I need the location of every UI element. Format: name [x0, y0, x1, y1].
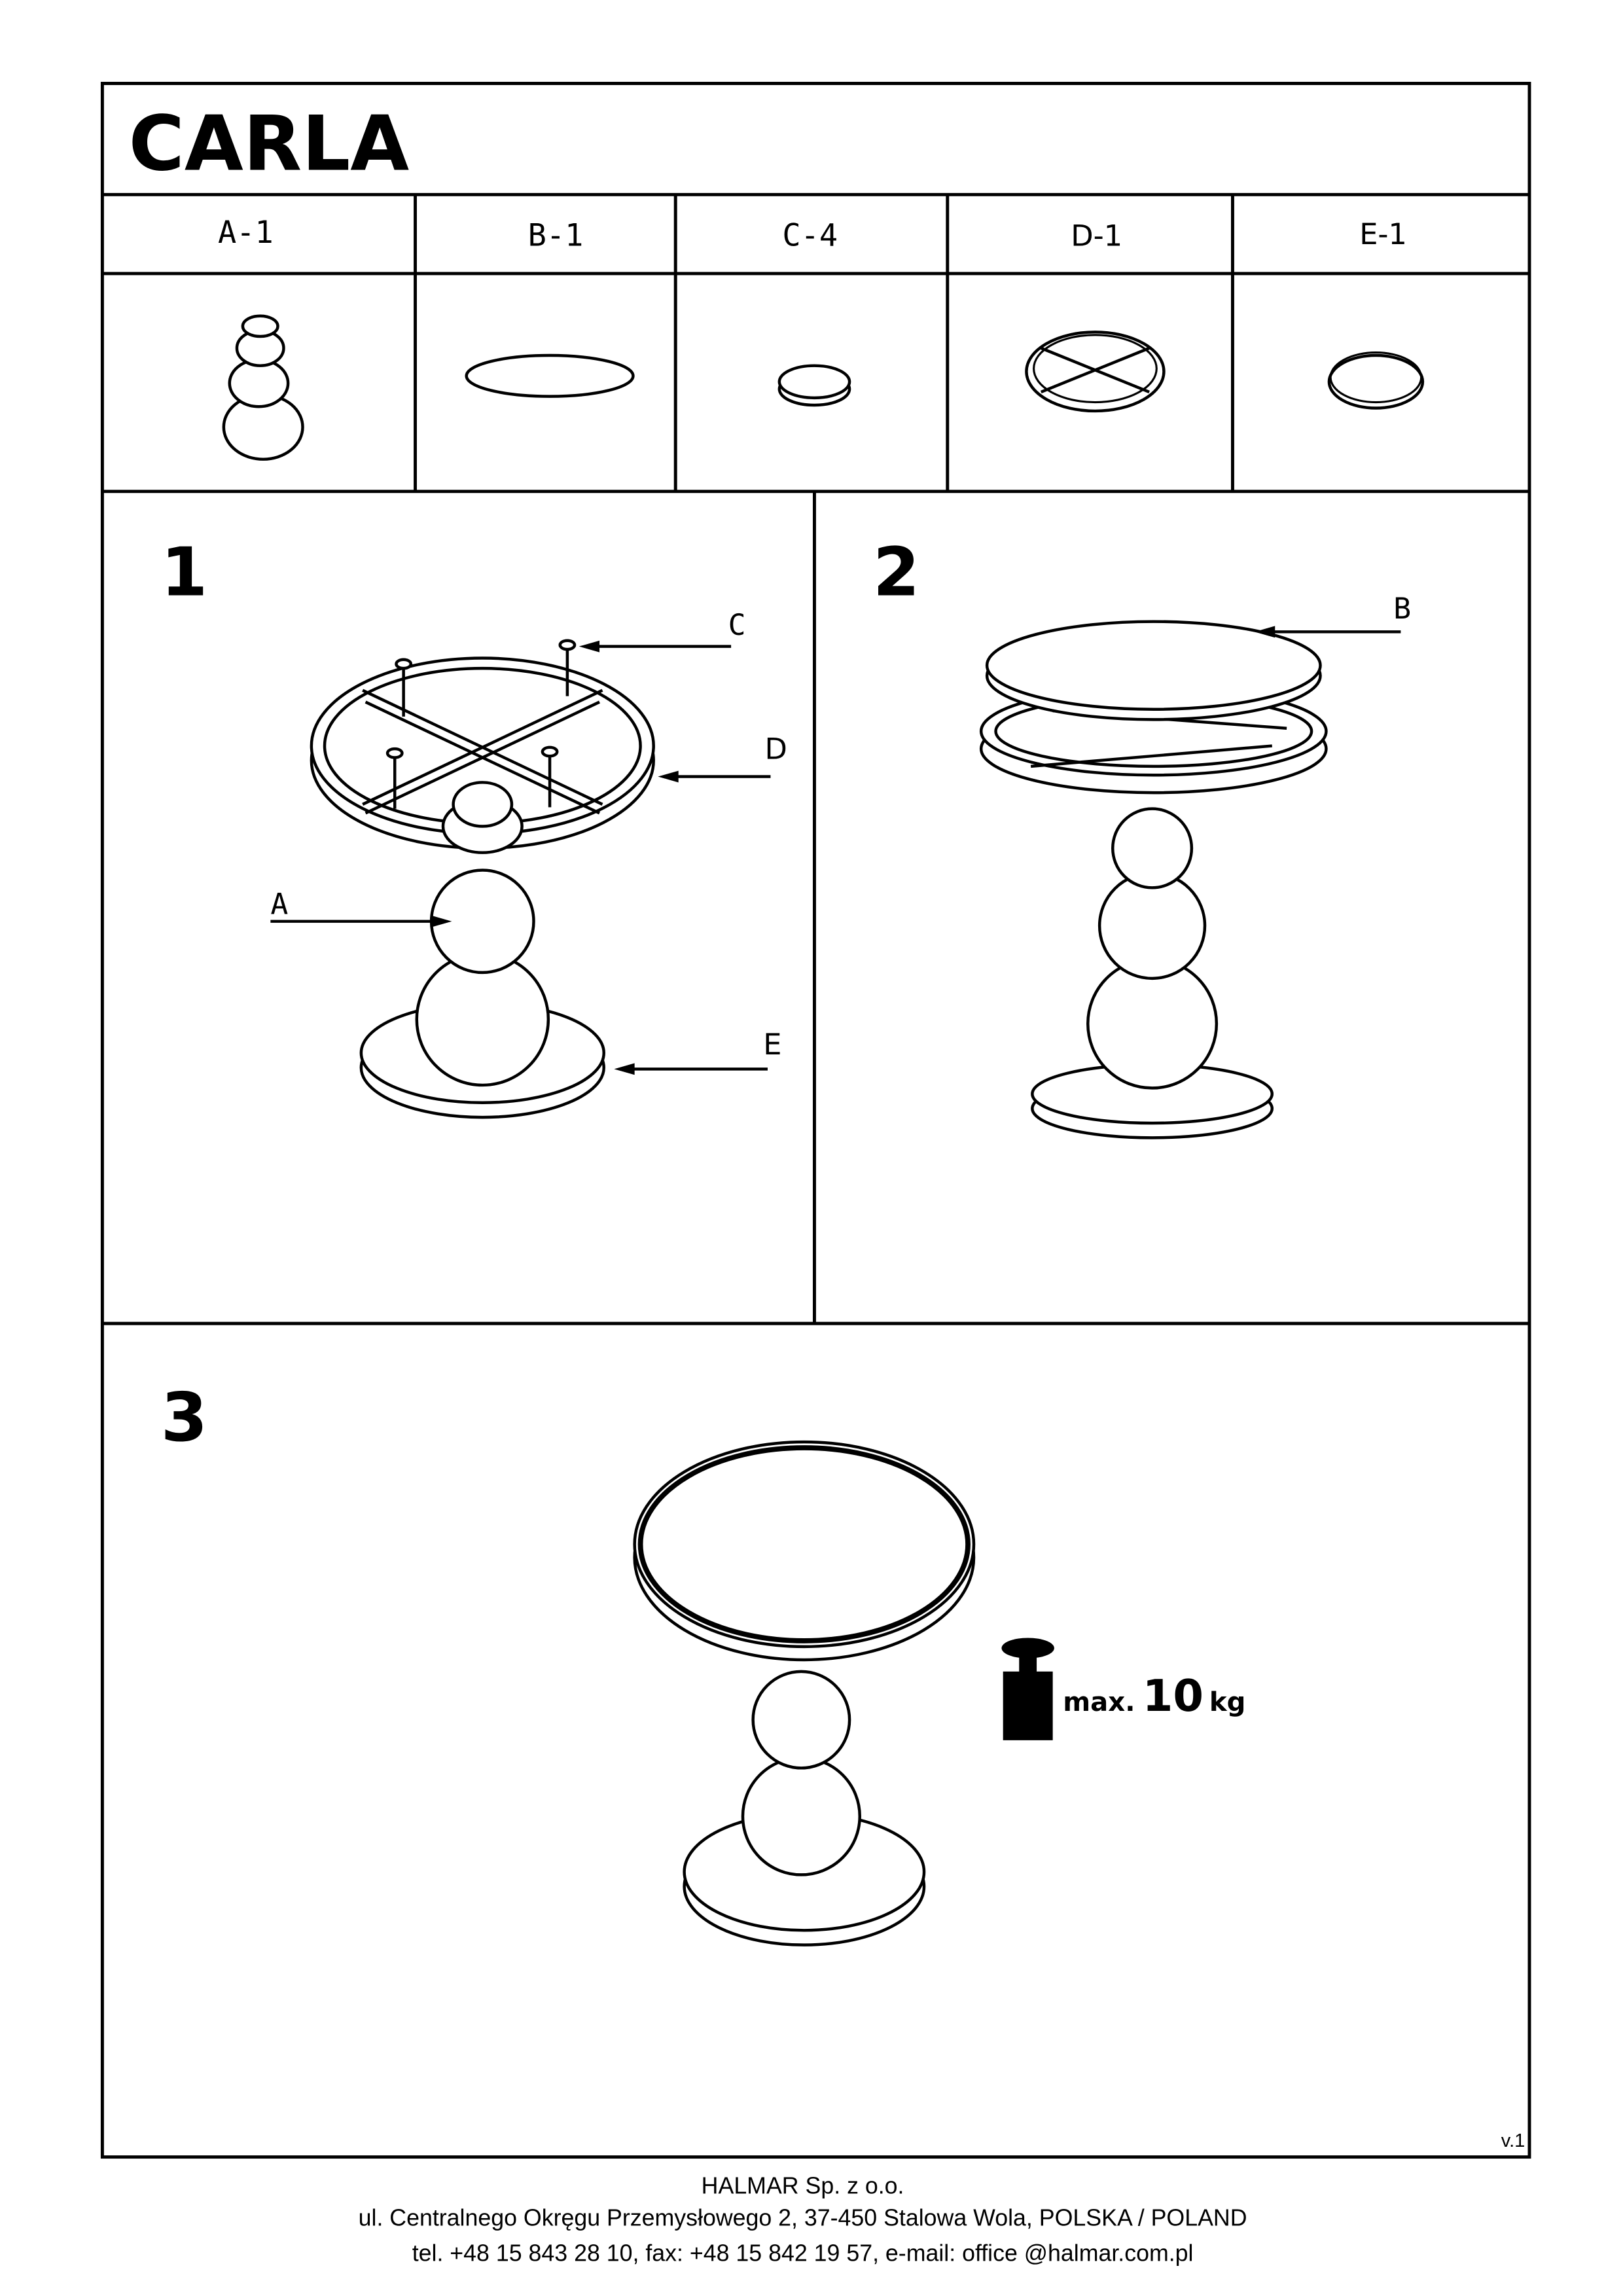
part-label-d: D-1 [1071, 219, 1122, 253]
callout-a-arrow [270, 915, 452, 927]
step-3-number: 3 [161, 1379, 208, 1457]
product-title: CARLA [129, 99, 410, 188]
load-limit-value: 10 [1143, 1670, 1204, 1721]
callout-a-label: A [270, 888, 288, 922]
step-1-number: 1 [161, 533, 208, 611]
callout-c-label: C [728, 608, 746, 642]
load-limit-unit: kg [1209, 1687, 1246, 1717]
load-limit-prefix: max. [1063, 1687, 1135, 1717]
callout-b-arrow [1254, 626, 1401, 638]
part-a-pedestal-icon [222, 314, 304, 461]
part-label-c: C-4 [782, 217, 838, 253]
step-2-illustration [979, 620, 1328, 1139]
step-3-illustration [633, 1440, 976, 1946]
callout-e-label: E [763, 1028, 781, 1062]
part-e-base-icon [1327, 351, 1425, 410]
part-d-frame-icon [1025, 331, 1166, 413]
step-2-number: 2 [873, 533, 920, 611]
part-b-tabletop-icon [465, 353, 635, 398]
footer-contact: tel. +48 15 843 28 10, fax: +48 15 842 1… [412, 2240, 1194, 2266]
callout-d-arrow [658, 770, 771, 783]
part-label-b: B-1 [528, 217, 584, 253]
part-c-screw-cap-icon [777, 364, 851, 407]
part-label-e: E-1 [1359, 217, 1407, 251]
callout-c-arrow [579, 640, 732, 653]
part-label-a: A-1 [218, 215, 274, 251]
weight-icon [1001, 1638, 1054, 1740]
version-label: v.1 [1501, 2130, 1525, 2151]
callout-e-arrow [614, 1063, 768, 1075]
layout-grid [100, 82, 1531, 2159]
callout-d-label: D [765, 732, 787, 766]
step-1-illustration [310, 639, 655, 1119]
footer-company: HALMAR Sp. z o.o. [702, 2172, 904, 2198]
footer-address: ul. Centralnego Okręgu Przemysłowego 2, … [359, 2205, 1247, 2231]
callout-b-label: B [1393, 592, 1411, 626]
